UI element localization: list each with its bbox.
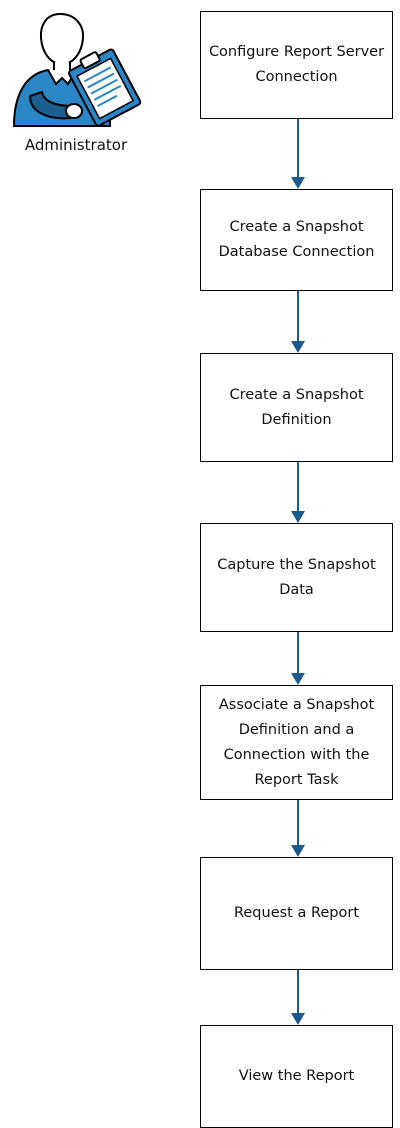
step-configure-report-server-connection: Configure Report Server Connection bbox=[200, 11, 393, 119]
step-label: Create a Snapshot Definition bbox=[229, 386, 364, 428]
step-label: Request a Report bbox=[233, 905, 360, 921]
step-associate-snapshot-definition: Associate a Snapshot Definition and a Co… bbox=[200, 685, 393, 800]
arrowhead-3-4 bbox=[291, 511, 305, 523]
step-request-report: Request a Report bbox=[200, 857, 393, 970]
arrowhead-6-7 bbox=[291, 1013, 305, 1025]
step-create-snapshot-definition: Create a Snapshot Definition bbox=[200, 353, 393, 462]
step-label: Capture the Snapshot Data bbox=[217, 556, 376, 598]
step-label: View the Report bbox=[238, 1068, 355, 1084]
step-create-snapshot-database-connection: Create a Snapshot Database Connection bbox=[200, 189, 393, 291]
administrator-actor: Administrator bbox=[0, 0, 150, 170]
step-view-report: View the Report bbox=[200, 1025, 393, 1128]
arrowhead-1-2 bbox=[291, 177, 305, 189]
arrowhead-5-6 bbox=[291, 845, 305, 857]
step-label: Configure Report Server Connection bbox=[208, 44, 385, 85]
administrator-icon bbox=[12, 12, 142, 127]
arrowhead-4-5 bbox=[291, 673, 305, 685]
arrowhead-2-3 bbox=[291, 341, 305, 353]
step-label: Associate a Snapshot Definition and a Co… bbox=[218, 696, 375, 788]
administrator-label: Administrator bbox=[24, 136, 128, 154]
step-label: Create a Snapshot Database Connection bbox=[218, 219, 375, 260]
step-capture-snapshot-data: Capture the Snapshot Data bbox=[200, 523, 393, 632]
